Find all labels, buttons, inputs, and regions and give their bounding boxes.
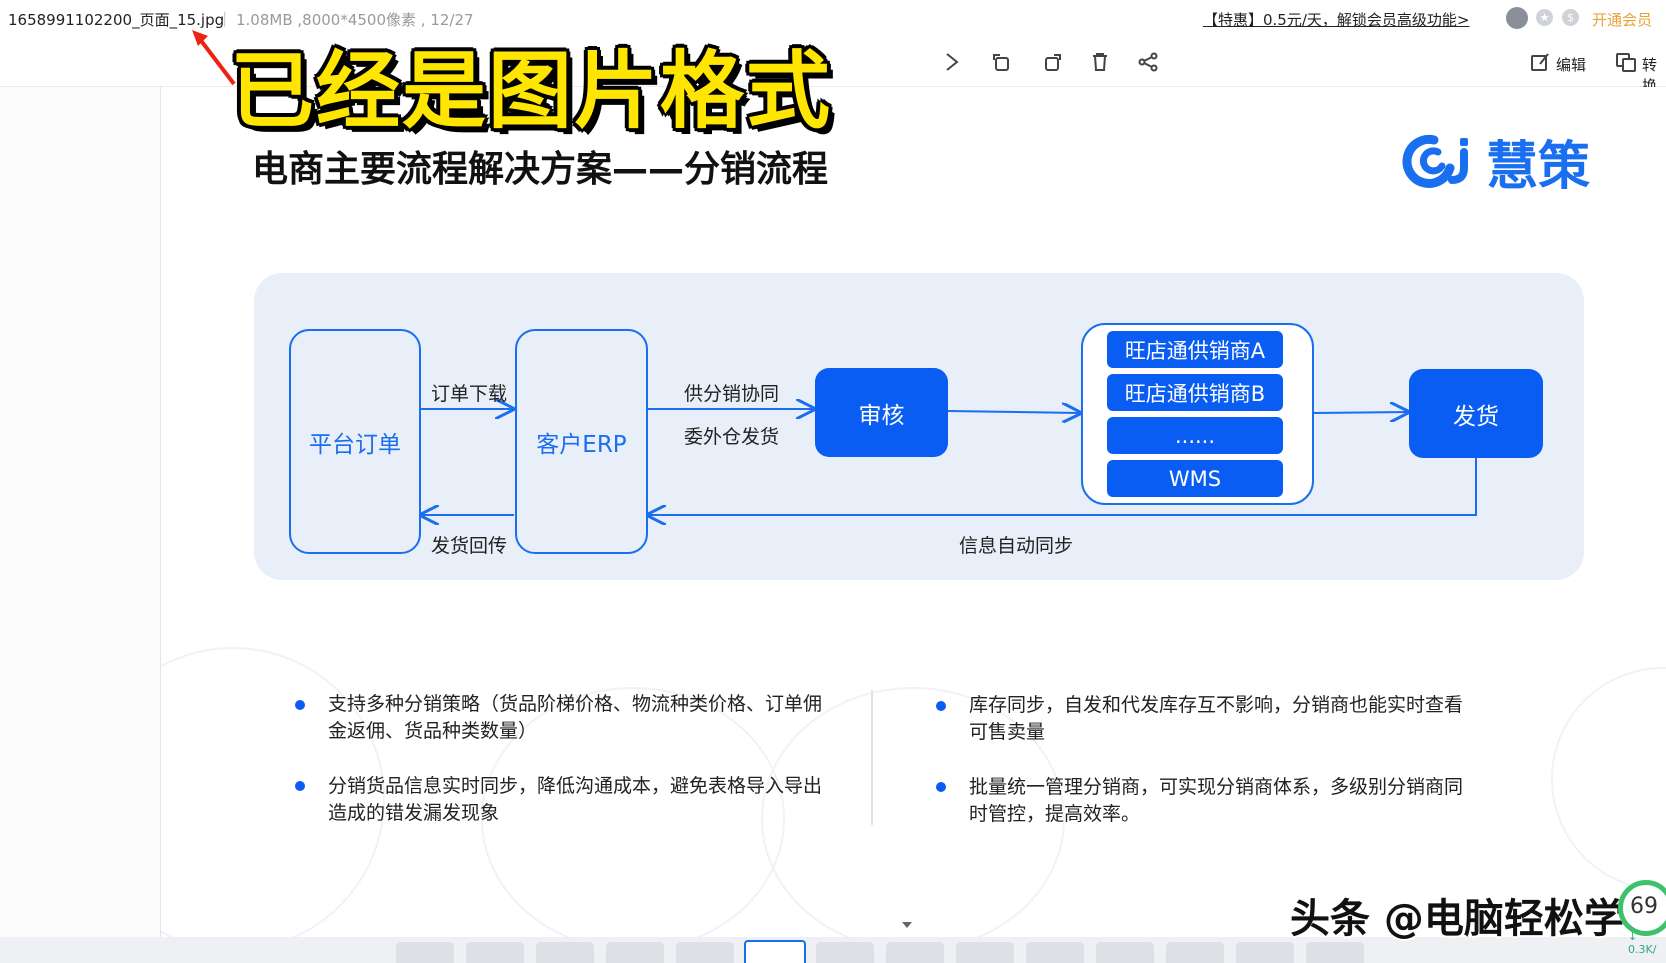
review-node: 审核 [815, 368, 948, 457]
bullet-text: 支持多种分销策略（货品阶梯价格、物流种类价格、订单佣金返佣、货品种类数量） [328, 693, 823, 742]
thumbnail[interactable] [536, 942, 594, 963]
member-badge-icon[interactable]: ★ [1536, 9, 1553, 26]
promo-link[interactable]: 【特惠】0.5元/天，解锁会员高级功能> [1203, 11, 1470, 29]
thumbnail[interactable] [396, 942, 454, 963]
collapse-toggle-icon[interactable] [902, 922, 912, 928]
left-pane [0, 87, 160, 937]
thumbnail[interactable] [606, 942, 664, 963]
rotate-left-icon[interactable] [990, 50, 1014, 74]
thumbnail[interactable] [676, 942, 734, 963]
convert-icon[interactable] [1614, 50, 1638, 74]
supply-sync-label: 供分销协同 [684, 383, 780, 405]
ship-node: 发货 [1409, 369, 1543, 458]
thumbnail[interactable] [1096, 942, 1154, 963]
supplier-item: ...... [1107, 417, 1283, 454]
erp-node: 客户ERP [515, 329, 648, 554]
thumbnail[interactable] [1166, 942, 1224, 963]
thumbnail[interactable] [886, 942, 944, 963]
platform-order-node: 平台订单 [289, 329, 421, 554]
edit-button[interactable]: 编辑 [1556, 56, 1587, 74]
thumbnail[interactable] [816, 942, 874, 963]
bullet-dot [295, 700, 305, 710]
logo-text: 慧策 [1486, 137, 1591, 197]
thumbnail[interactable] [1306, 942, 1364, 963]
file-info: 1.08MB ,8000*4500像素 , 12/27 [236, 11, 474, 29]
rotate-right-icon[interactable] [1040, 50, 1064, 74]
thumbnail-active[interactable] [744, 940, 806, 963]
info-sync-label: 信息自动同步 [959, 535, 1074, 557]
toolbar [0, 36, 1666, 87]
share-icon[interactable] [1136, 50, 1160, 74]
avatar[interactable] [1506, 7, 1528, 29]
supplier-item: WMS [1107, 460, 1283, 497]
thumbnail[interactable] [466, 942, 524, 963]
bullet-text: 分销货品信息实时同步，降低沟通成本，避免表格导入导出造成的错发漏发现象 [328, 775, 823, 824]
separator: | [222, 9, 228, 27]
red-arrow-icon [192, 30, 236, 86]
bullet-dot [936, 782, 946, 792]
ship-return-label: 发货回传 [431, 535, 508, 557]
coin-badge-icon[interactable]: $ [1562, 9, 1579, 26]
overlay-caption: 已经是图片格式 [230, 42, 833, 140]
outsource-label: 委外仓发货 [684, 426, 780, 448]
thumbnail[interactable] [1026, 942, 1084, 963]
slide-title: 电商主要流程解决方案——分销流程 [252, 149, 829, 190]
bullet-dot [936, 701, 946, 711]
thumbnail[interactable] [956, 942, 1014, 963]
file-name: 1658991102200_页面_15.jpg [8, 11, 225, 29]
watermark: 头条 @电脑轻松学 [1290, 896, 1624, 942]
supplier-item: 旺店通供销商B [1107, 374, 1283, 411]
order-download-label: 订单下载 [431, 383, 508, 405]
column-divider [871, 690, 873, 825]
thumbnail[interactable] [1236, 942, 1294, 963]
bullet-text: 库存同步，自发和代发库存互不影响，分销商也能实时查看可售卖量 [969, 694, 1464, 743]
bullet-dot [295, 781, 305, 791]
gauge-value: 69 [1630, 894, 1658, 919]
huice-logo-icon [1402, 134, 1468, 188]
network-gauge [1618, 880, 1666, 936]
gauge-speed: ↓ 0.3K/ [1628, 930, 1657, 956]
edit-icon[interactable] [1528, 50, 1552, 74]
open-vip-link[interactable]: 开通会员 [1592, 11, 1653, 29]
supplier-item: 旺店通供销商A [1107, 331, 1283, 368]
next-icon[interactable] [940, 50, 964, 74]
top-info-bar: 1658991102200_页面_15.jpg | 1.08MB ,8000*4… [0, 0, 1666, 37]
decor-circle [761, 687, 1065, 937]
delete-icon[interactable] [1088, 50, 1112, 74]
bullet-text: 批量统一管理分销商，可实现分销商体系，多级别分销商同时管控，提高效率。 [969, 776, 1464, 825]
